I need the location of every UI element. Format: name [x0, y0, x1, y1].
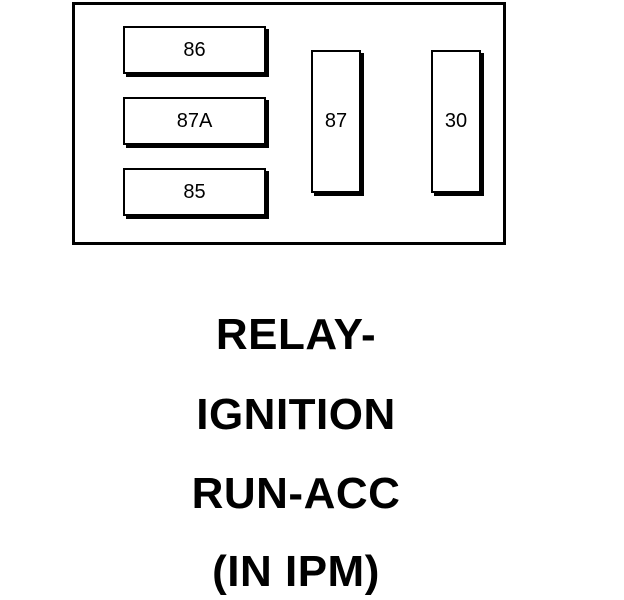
terminal-86-label: 86: [183, 38, 206, 61]
caption-line-3: RUN-ACC: [191, 469, 401, 518]
terminal-87a: 87A: [123, 97, 266, 145]
caption-line-4: (IN IPM): [212, 547, 380, 596]
relay-body: 86 87A 85 87 30: [72, 2, 506, 245]
terminal-87: 87: [311, 50, 361, 193]
terminal-30: 30: [431, 50, 481, 193]
terminal-30-label: 30: [444, 110, 468, 132]
terminal-85-label: 85: [183, 180, 206, 203]
terminal-86: 86: [123, 26, 266, 74]
caption-line-1: RELAY-: [215, 310, 377, 359]
caption-line-2: IGNITION: [196, 390, 396, 439]
terminal-87a-label: 87A: [176, 109, 213, 132]
terminal-85: 85: [123, 168, 266, 216]
terminal-87-label: 87: [324, 110, 348, 132]
